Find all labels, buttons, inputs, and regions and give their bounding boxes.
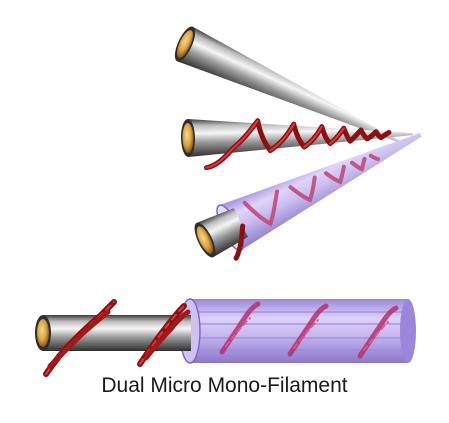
filament-with-sleeve [194,132,422,261]
copper-core-icon [177,30,193,58]
red-fiber-twist [43,299,191,377]
red-fiber-helix [233,153,380,261]
needle-shaft [177,26,400,143]
cutaway-sleeve [190,299,408,363]
cutaway-sleeve-far-end [400,299,416,363]
copper-core-icon [37,319,49,347]
filament-with-helix [180,118,413,171]
copper-core-icon [196,226,214,254]
filament-plain-needle [174,26,400,143]
red-fiber-in-sleeve [219,301,399,359]
caption: Dual Micro Mono-Filament [101,374,348,397]
filament-cutaway [35,298,416,377]
copper-core-icon [182,123,194,153]
red-fiber-helix [204,118,392,171]
